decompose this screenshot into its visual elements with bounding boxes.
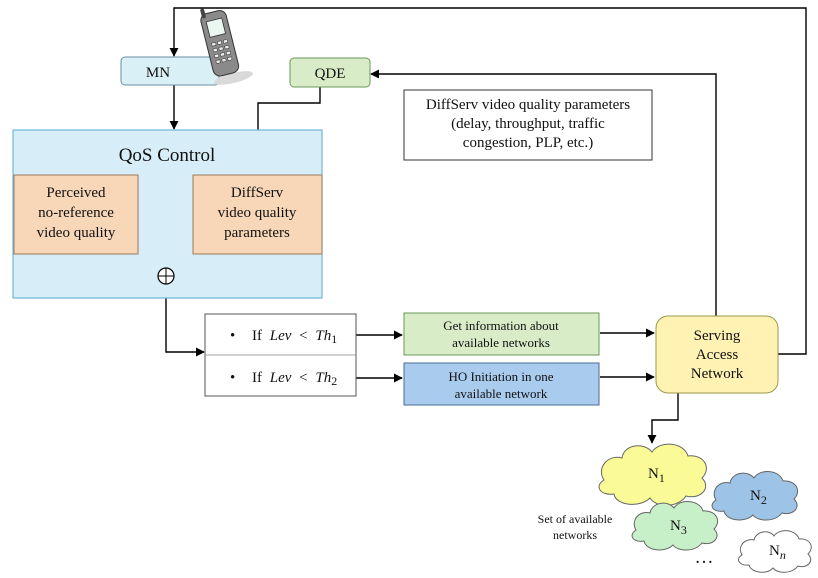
diffserv-box	[192, 174, 323, 255]
diffserv-line-2: video quality	[218, 205, 297, 221]
perceived-line-1: Perceived	[46, 185, 106, 201]
serving-line-3: Network	[691, 366, 744, 382]
networks-ellipsis: …	[695, 547, 714, 568]
get-info-line-1: Get information about	[443, 318, 559, 333]
network-cloud-nn: Nn	[738, 530, 812, 573]
diffserv-note-line-3: congestion, PLP, etc.)	[463, 135, 593, 151]
diffserv-line-3: parameters	[224, 225, 290, 241]
diffserv-line-1: DiffServ	[231, 185, 284, 201]
n2-label: N2	[750, 488, 767, 507]
perceived-line-2: no-reference	[38, 205, 114, 221]
condition-2: • If Lev < Th2	[230, 370, 337, 388]
network-cloud-n1: N1	[598, 443, 707, 506]
serving-line-2: Access	[696, 347, 739, 363]
qos-title: QoS Control	[119, 145, 216, 166]
conditions-box: • If Lev < Th1 • If Lev < Th2	[204, 313, 357, 397]
network-cloud-n3: N3	[631, 501, 718, 551]
get-info-node: Get information about available networks	[403, 312, 600, 356]
perceived-line-3: video quality	[37, 225, 116, 241]
n3-label: N3	[670, 518, 687, 537]
condition-1: • If Lev < Th1	[230, 328, 337, 346]
ho-line-2: available network	[455, 386, 548, 401]
networks-caption-line-2: networks	[553, 528, 597, 542]
arrow-serving-to-qde	[370, 69, 717, 316]
nn-label: Nn	[769, 543, 786, 562]
ho-initiation-node: HO Initiation in one available network	[403, 362, 600, 406]
diffserv-note-line-2: (delay, throughput, traffic	[451, 116, 605, 132]
network-cloud-n2: N2	[711, 471, 798, 521]
qde-node: QDE	[289, 57, 371, 88]
qde-box	[289, 57, 371, 88]
serving-access-network: Serving Access Network	[655, 315, 779, 394]
ho-line-1: HO Initiation in one	[448, 369, 553, 384]
get-info-line-2: available networks	[452, 335, 550, 350]
serving-line-1: Serving	[694, 328, 741, 344]
n1-label: N1	[648, 466, 665, 485]
mobile-phone-icon	[200, 8, 253, 85]
mn-node: MN	[120, 56, 220, 86]
diffserv-note: DiffServ video quality parameters (delay…	[403, 89, 653, 161]
arrow-sum-to-conditions	[165, 284, 205, 357]
diffserv-note-line-1: DiffServ video quality parameters	[426, 97, 630, 113]
qde-label: QDE	[315, 66, 346, 82]
summing-junction-icon	[157, 267, 175, 285]
arrow-serving-to-networks	[647, 393, 679, 444]
networks-caption-line-1: Set of available	[538, 512, 613, 526]
perceived-box	[13, 174, 139, 255]
qos-control: QoS Control Perceived no-reference video…	[12, 129, 323, 299]
arrow-serving-to-mn	[169, 7, 807, 355]
mn-label: MN	[146, 65, 170, 81]
